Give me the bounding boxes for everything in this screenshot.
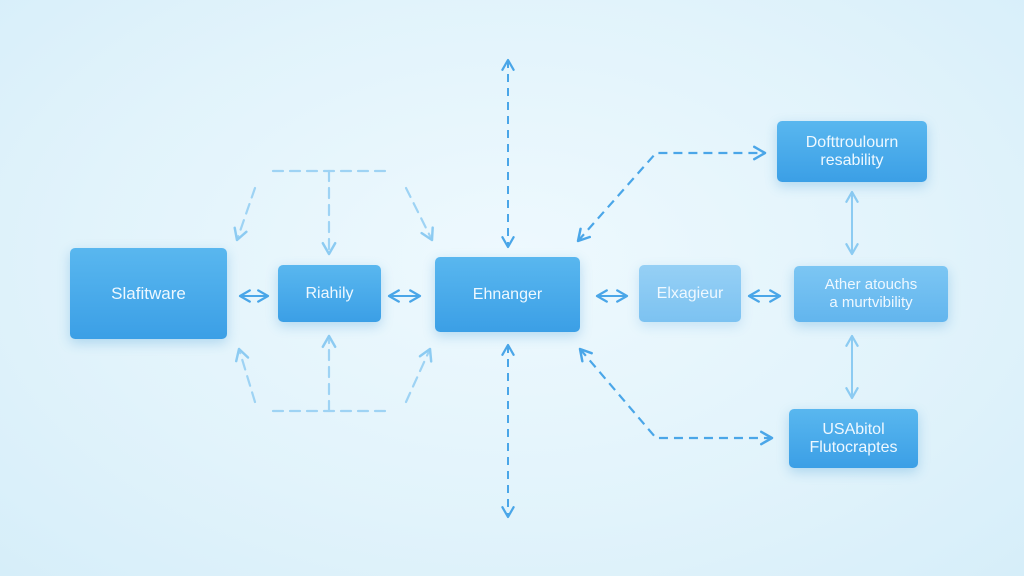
- dashed-bracket-top: [233, 169, 434, 256]
- node-ather-line1: Ather atouchs: [824, 276, 918, 293]
- node-ather-line2: a murtvibility: [829, 294, 913, 311]
- node-ather[interactable]: Ather atouchs a murtvibility: [794, 266, 948, 322]
- node-usabitol-line2: Flutocraptes: [809, 438, 898, 456]
- node-usabitol-line1: USAbitol: [822, 420, 885, 438]
- node-ehnanger[interactable]: Ehnanger: [435, 257, 580, 332]
- node-dofttroul-line1: Dofttroulourn: [805, 133, 899, 151]
- arrow-center-to-dofttroul: [576, 145, 767, 243]
- dashed-bracket-bottom: [234, 334, 433, 413]
- node-ehnanger-label: Ehnanger: [472, 285, 543, 303]
- node-usabitol[interactable]: USAbitol Flutocraptes: [789, 409, 918, 468]
- arrow-center-to-usabitol: [578, 347, 774, 446]
- node-software-label: Slafitware: [111, 283, 186, 303]
- node-dofttroul-line2: resability: [820, 151, 884, 169]
- node-dofttroul[interactable]: Dofttroulourn resability: [777, 121, 927, 182]
- node-elxagieur-label: Elxagieur: [656, 284, 724, 302]
- node-software[interactable]: Slafitware: [70, 248, 227, 339]
- node-elxagieur[interactable]: Elxagieur: [639, 265, 741, 322]
- node-riahily-label: Riahily: [305, 284, 354, 302]
- node-riahily[interactable]: Riahily: [278, 265, 381, 322]
